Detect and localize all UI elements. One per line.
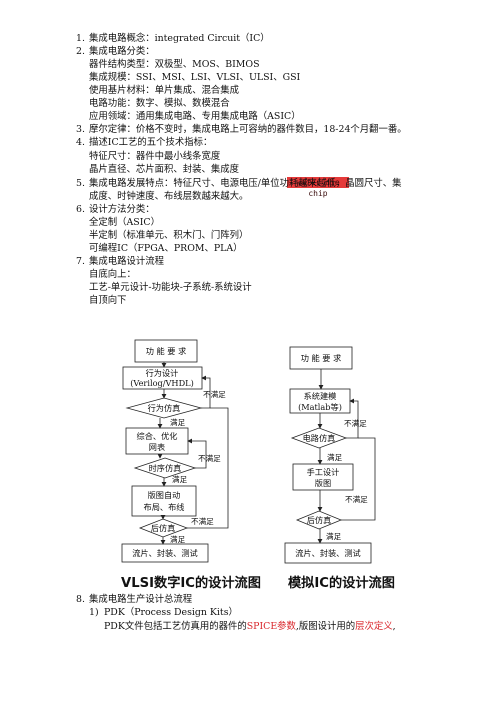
svg-text:网表: 网表 (149, 442, 165, 452)
svg-text:后仿真: 后仿真 (151, 523, 176, 533)
svg-text:满足: 满足 (172, 474, 188, 484)
svg-text:流片、封装、测试: 流片、封装、测试 (132, 548, 198, 558)
svg-text:版图: 版图 (315, 478, 331, 488)
vlsi-flowchart: 功 能 要 求 行为设计 (Verilog/VHDL) 行为仿真 综合、优化 网… (121, 339, 229, 563)
svg-text:行为仿真: 行为仿真 (148, 403, 181, 413)
svg-text:行为设计: 行为设计 (146, 368, 179, 378)
svg-text:时序仿真: 时序仿真 (149, 463, 182, 473)
wafer-die-chip-label: wafer die chip (287, 177, 349, 198)
svg-text:电路仿真: 电路仿真 (303, 433, 336, 443)
svg-text:(Verilog/VHDL): (Verilog/VHDL) (130, 378, 194, 388)
analog-box-tapeout (284, 542, 372, 564)
svg-text:不满足: 不满足 (345, 494, 368, 504)
vlsi-caption: VLSI数字IC的设计流图 (121, 576, 261, 591)
svg-text:满足: 满足 (327, 452, 343, 462)
svg-text:不满足: 不满足 (203, 389, 226, 399)
svg-text:不满足: 不满足 (191, 516, 214, 526)
svg-text:功 能 要 求: 功 能 要 求 (301, 353, 342, 363)
analog-box-modeling (289, 388, 351, 414)
vlsi-box-synthesis (125, 427, 189, 455)
svg-text:版图自动: 版图自动 (148, 490, 181, 500)
analog-box-layout (292, 463, 354, 491)
svg-text:不满足: 不满足 (198, 453, 221, 463)
vlsi-box-function (134, 339, 198, 363)
svg-text:后仿真: 后仿真 (307, 515, 332, 525)
svg-text:流片、封装、测试: 流片、封装、测试 (295, 548, 361, 558)
svg-text:综合、优化: 综合、优化 (137, 431, 178, 441)
svg-text:满足: 满足 (170, 534, 186, 544)
analog-caption: 模拟IC的设计流图 (288, 576, 395, 591)
svg-text:布局、布线: 布局、布线 (144, 502, 185, 512)
svg-text:手工设计: 手工设计 (307, 467, 340, 477)
svg-text:不满足: 不满足 (344, 418, 367, 428)
svg-text:(Matlab等): (Matlab等) (298, 402, 342, 412)
analog-flowchart: 功 能 要 求 系统建模 (Matlab等) 电路仿真 手工设计 版图 后仿真 … (284, 346, 376, 564)
svg-text:功 能 要 求: 功 能 要 求 (146, 346, 187, 356)
svg-text:系统建模: 系统建模 (304, 391, 337, 401)
svg-text:满足: 满足 (170, 417, 186, 427)
svg-text:满足: 满足 (326, 531, 342, 541)
